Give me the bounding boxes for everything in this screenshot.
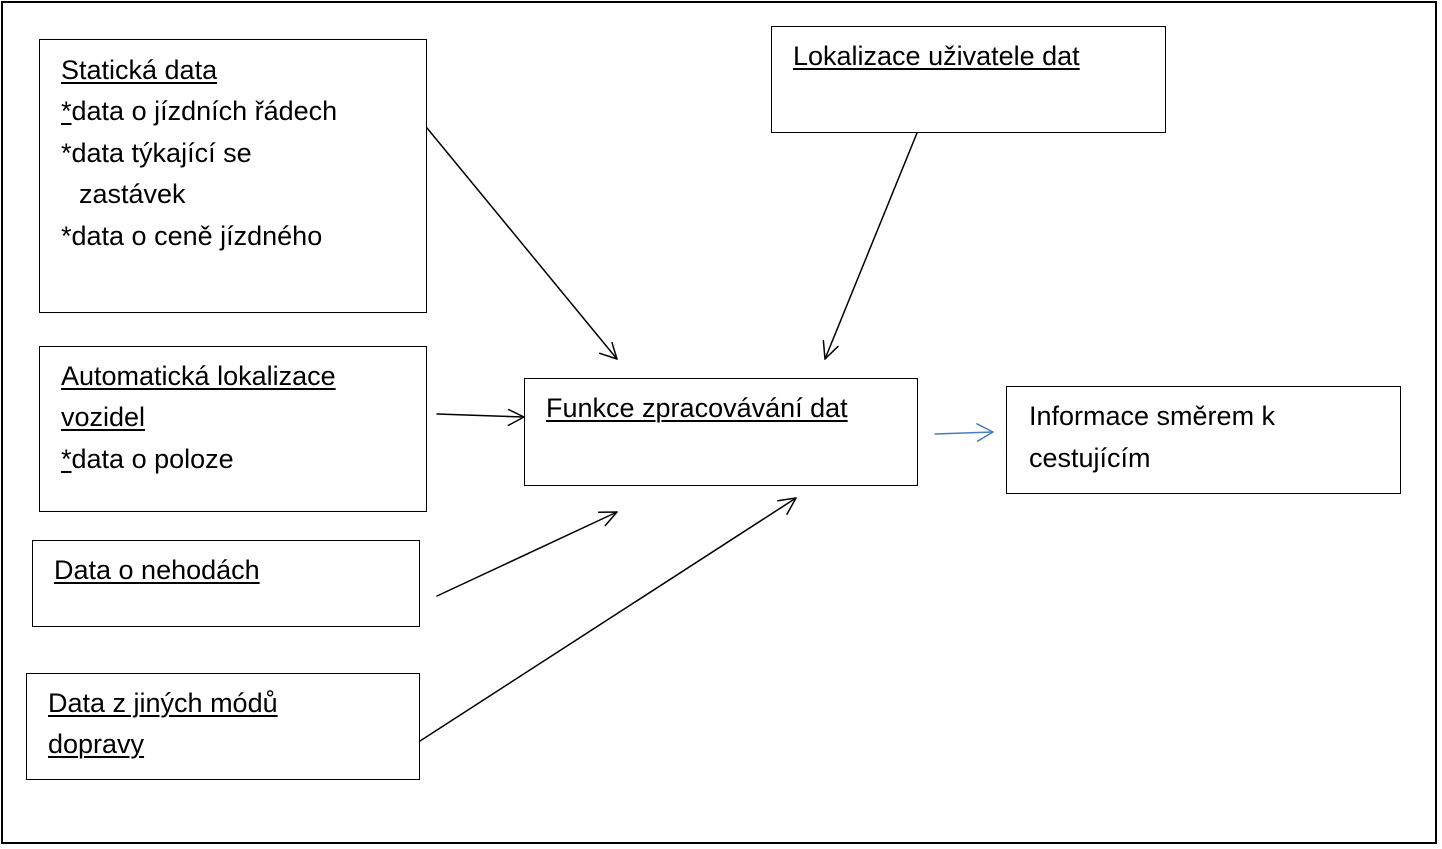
passenger-info-box: Informace směrem k cestujícím [1006,386,1401,494]
passenger-info-line2: cestujícím [1029,443,1151,473]
processing-box: Funkce zpracovávání dat [524,378,918,486]
avl-box: Automatická lokalizace vozidel *data o p… [39,346,427,512]
avl-title-line1: Automatická lokalizace [61,361,336,391]
arrow-static-to-processing [426,127,618,360]
avl-title-line2: vozidel [61,402,146,432]
processing-title: Funkce zpracovávání dat [546,393,848,423]
arrow-processing-to-passenger-info [934,423,994,442]
avl-item-position: *data o poloze [61,439,234,480]
arrow-avl-to-processing [436,408,525,427]
static-data-item-timetables: *data o jízdních řádech [61,91,337,132]
other-modes-line1: Data z jiných módů [48,688,278,718]
accidents-title: Data o nehodách [54,555,260,585]
arrow-other-modes-to-processing [419,497,797,742]
avl-item-position-star: * [61,444,72,474]
static-data-item-stops-cont: zastávek [79,179,186,209]
static-data-title: Statická data [61,55,218,85]
static-data-item-stops: *data týkající se [61,138,252,168]
accidents-box: Data o nehodách [32,540,420,627]
user-location-box: Lokalizace uživatele dat [771,26,1166,133]
avl-item-position-text: data o poloze [71,444,234,474]
arrow-user-location-to-processing [822,132,918,360]
static-data-item-fares: *data o ceně jízdného [61,221,323,251]
user-location-title: Lokalizace uživatele dat [793,41,1080,71]
static-data-item-timetables-text: data o jízdních řádech [71,96,338,126]
passenger-info-line1: Informace směrem k [1029,401,1276,431]
other-modes-line2: dopravy [48,729,145,759]
other-modes-box: Data z jiných módů dopravy [26,673,420,780]
static-data-item-timetables-star: * [61,96,72,126]
static-data-box: Statická data *data o jízdních řádech *d… [39,39,427,313]
arrow-accidents-to-processing [436,511,618,597]
